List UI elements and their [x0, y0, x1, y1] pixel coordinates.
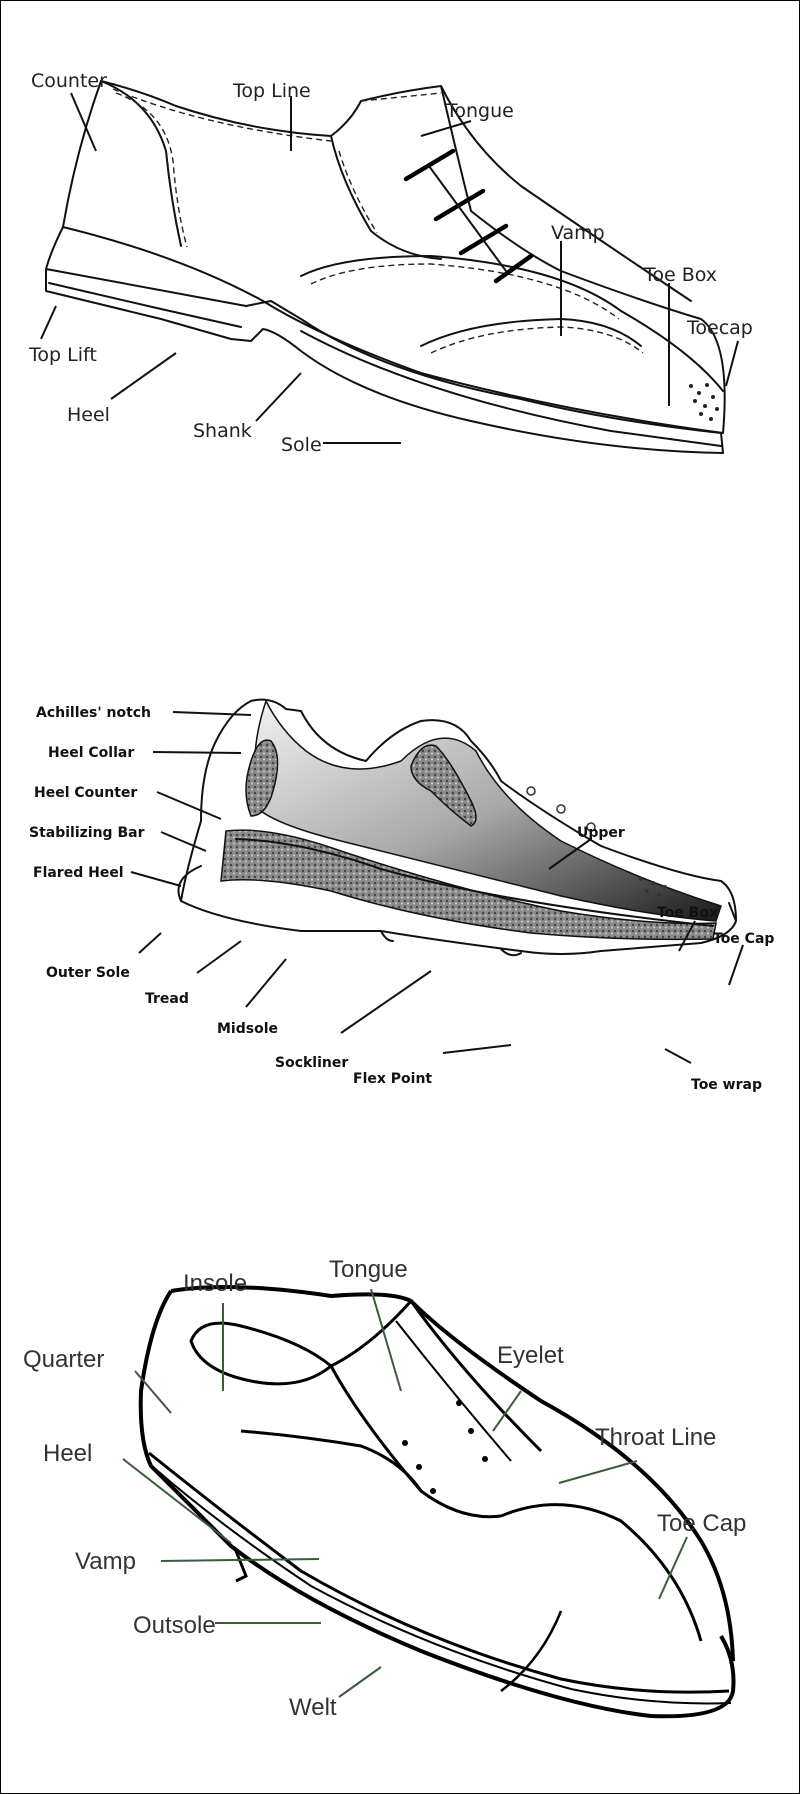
leader-lines-3: [122, 1288, 688, 1698]
label-quarter: Quarter: [23, 1346, 104, 1373]
toe-perforations: [689, 383, 719, 421]
toe-box-perforations: [639, 877, 673, 901]
label-heel: Heel: [67, 404, 110, 426]
label-toe-box: Toe Box: [657, 905, 718, 921]
label-vamp: Vamp: [551, 222, 605, 244]
label-top-lift: Top Lift: [28, 344, 97, 366]
athletic-shoe-diagram: Achilles' notch Heel Collar Heel Counter…: [29, 698, 774, 1093]
label-throat-line: Throat Line: [595, 1424, 716, 1451]
label-toe-box: Toe Box: [643, 264, 717, 286]
label-outsole: Outsole: [133, 1612, 216, 1639]
label-heel: Heel: [43, 1440, 92, 1467]
label-vamp: Vamp: [75, 1548, 136, 1575]
label-flared-heel: Flared Heel: [33, 865, 124, 881]
label-counter: Counter: [31, 70, 107, 92]
label-outer-sole: Outer Sole: [46, 965, 130, 981]
oxford-shoe-drawing: [45, 80, 726, 454]
label-toe-cap: Toe Cap: [657, 1510, 746, 1537]
oxford-shoe-diagram: Counter Top Line Tongue Vamp Toe Box Toe…: [28, 70, 753, 456]
eyelets: [526, 786, 596, 832]
label-heel-collar: Heel Collar: [48, 745, 134, 761]
label-stabilizing-bar: Stabilizing Bar: [29, 825, 145, 841]
athletic-shoe-drawing: [177, 698, 737, 957]
label-toecap: Toecap: [686, 317, 753, 339]
label-insole: Insole: [183, 1270, 247, 1297]
label-top-line: Top Line: [232, 80, 311, 102]
label-eyelet: Eyelet: [497, 1342, 564, 1369]
label-heel-counter: Heel Counter: [34, 785, 137, 801]
casual-shoe-diagram: Insole Tongue Quarter Eyelet Heel Throat…: [23, 1256, 746, 1721]
label-tongue: Tongue: [329, 1256, 408, 1283]
casual-shoe-drawing: [138, 1285, 736, 1719]
label-welt: Welt: [289, 1694, 337, 1721]
label-toe-wrap: Toe wrap: [691, 1077, 762, 1093]
leader-lines-1: [40, 92, 739, 444]
laces: [403, 148, 534, 284]
label-midsole: Midsole: [217, 1021, 278, 1037]
leader-lines-2: [130, 711, 744, 1064]
label-sole: Sole: [281, 434, 322, 456]
label-shank: Shank: [193, 420, 252, 442]
label-upper: Upper: [577, 825, 625, 841]
label-toe-cap: Toe Cap: [713, 931, 774, 947]
label-achilles-notch: Achilles' notch: [36, 705, 151, 721]
label-sockliner: Sockliner: [275, 1055, 348, 1071]
eyelets: [402, 1400, 488, 1494]
label-flex-point: Flex Point: [353, 1071, 432, 1087]
label-tongue: Tongue: [445, 100, 514, 122]
label-tread: Tread: [145, 991, 189, 1007]
